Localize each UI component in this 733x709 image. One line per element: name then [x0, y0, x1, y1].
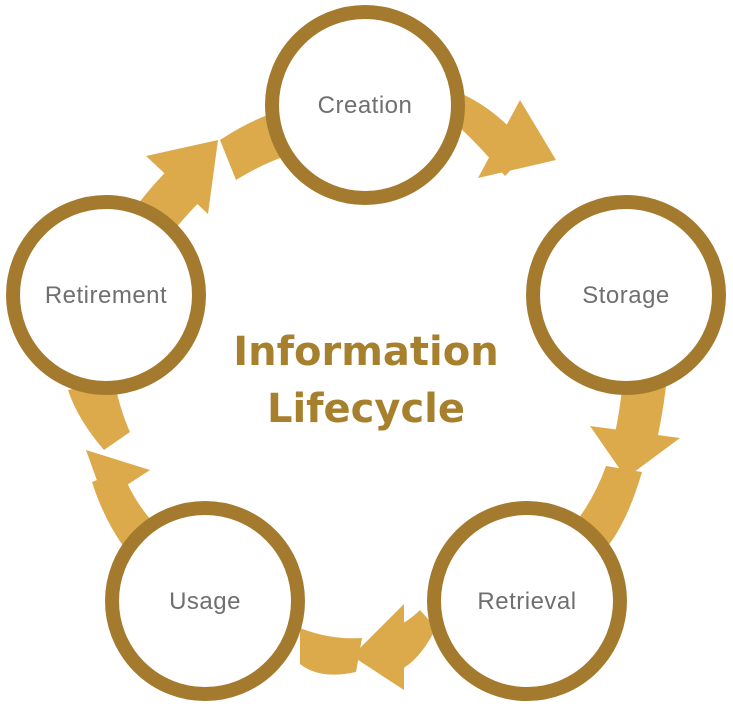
arrow-retrieval-to-usage-tail: [300, 628, 362, 675]
stage-node-usage: Usage: [105, 501, 305, 701]
diagram-title-line-1: Information: [233, 329, 498, 375]
stage-label-usage: Usage: [169, 588, 241, 615]
arrow-storage-to-retrieval-head: [590, 426, 680, 478]
arrow-usage-to-retirement-head: [86, 450, 150, 500]
stage-label-retrieval: Retrieval: [477, 588, 576, 615]
stage-label-storage: Storage: [582, 282, 670, 309]
stage-node-retirement: Retirement: [6, 195, 206, 395]
arrow-retrieval-to-usage-head: [352, 604, 404, 690]
arrow-retirement-to-creation-head: [146, 140, 218, 214]
stage-node-retrieval: Retrieval: [427, 501, 627, 701]
stage-node-creation: Creation: [265, 5, 465, 205]
arrow-creation-to-storage-head: [478, 100, 556, 178]
diagram-title-line-2: Lifecycle: [267, 386, 465, 432]
stage-nodes: Creation Storage Retrieval Usage Retirem…: [6, 5, 726, 701]
arrow-usage-to-retirement-tail: [68, 380, 130, 450]
stage-node-storage: Storage: [526, 195, 726, 395]
stage-label-retirement: Retirement: [45, 282, 167, 309]
stage-label-creation: Creation: [318, 92, 413, 119]
